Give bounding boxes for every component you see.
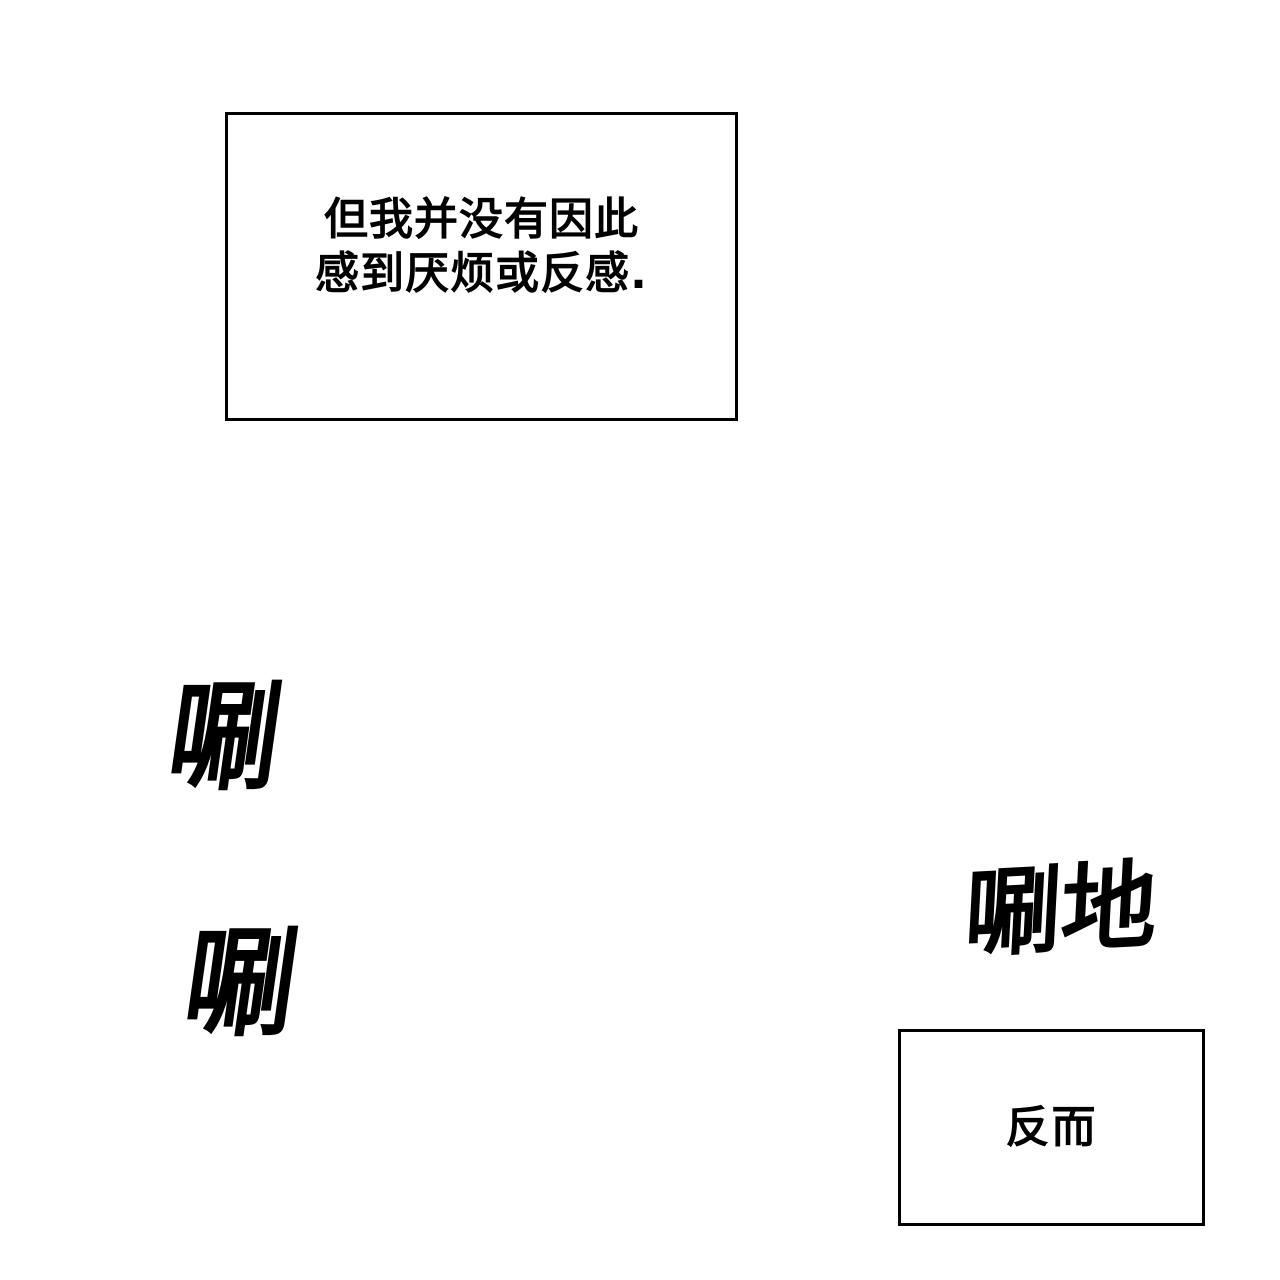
sound-effect-swish-1: 唰 xyxy=(160,669,290,808)
sound-effect-swish-3: 唰地 xyxy=(962,848,1160,972)
sound-effect-swish-2: 唰 xyxy=(176,915,306,1054)
caption-box-top: 但我并没有因此 感到厌烦或反感. xyxy=(225,112,738,421)
caption-text-top: 但我并没有因此 感到厌烦或反感. xyxy=(315,193,648,299)
caption-text-bottom: 反而 xyxy=(1005,1101,1098,1153)
caption-box-bottom: 反而 xyxy=(898,1029,1205,1226)
